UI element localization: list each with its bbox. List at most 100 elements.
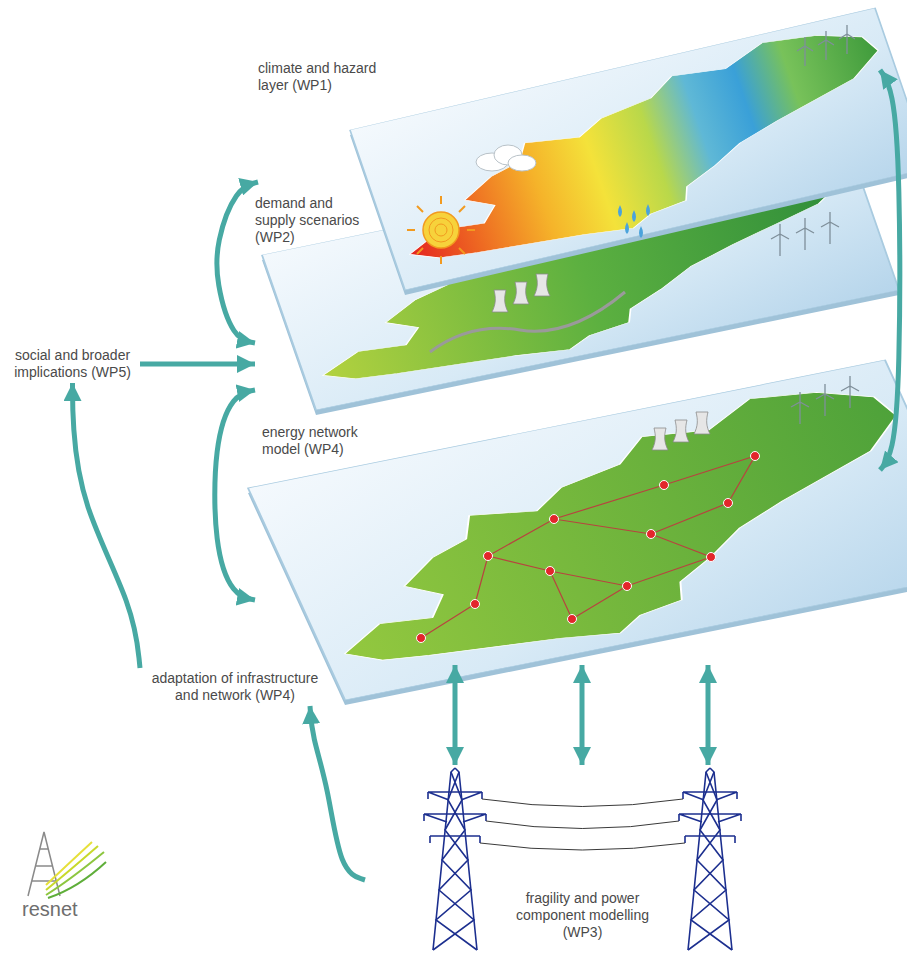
node-label: social and broader implications (WP5) bbox=[5, 347, 140, 381]
cooling-tower bbox=[492, 290, 508, 312]
power-line bbox=[482, 799, 683, 807]
network-plane bbox=[248, 360, 907, 705]
flow-arrow bbox=[706, 665, 711, 765]
cooling-tower bbox=[673, 420, 689, 442]
wind-turbine bbox=[771, 224, 789, 256]
cooling-tower bbox=[492, 274, 550, 312]
transmission-pylon bbox=[424, 792, 486, 836]
substation-dots bbox=[550, 515, 559, 524]
substation-dots bbox=[417, 452, 760, 643]
cooling-tower bbox=[694, 412, 710, 434]
cooling-tower bbox=[513, 282, 529, 304]
logo-mark bbox=[46, 846, 98, 890]
substation-dots bbox=[660, 481, 669, 490]
logo-mark bbox=[28, 832, 60, 896]
wind-turbine bbox=[841, 376, 859, 408]
transmission-pylon bbox=[679, 792, 741, 843]
rain-symbol bbox=[618, 205, 622, 217]
substation-dots bbox=[546, 567, 555, 576]
power-line bbox=[486, 821, 679, 829]
rain-symbol bbox=[646, 204, 650, 216]
sun-symbol bbox=[429, 218, 453, 242]
substation-dots bbox=[724, 499, 733, 508]
node-label: fragility and power component modelling … bbox=[508, 890, 658, 941]
sun-symbol bbox=[423, 212, 459, 248]
node-label: energy network model (WP4) bbox=[262, 424, 372, 458]
climate-plane bbox=[369, 18, 907, 278]
layer-node: climate and hazard layer (WP1) bbox=[258, 58, 880, 190]
flow-arrow bbox=[310, 706, 365, 880]
sun-symbol bbox=[459, 248, 465, 254]
logo-mark bbox=[28, 832, 106, 898]
rain-symbol bbox=[625, 222, 629, 234]
substation-dots bbox=[647, 530, 656, 539]
grid-network bbox=[421, 456, 755, 638]
climate-plane bbox=[350, 8, 907, 295]
workpackage-node: social and broader implications (WP5) bbox=[5, 345, 140, 383]
grid-network bbox=[421, 456, 755, 638]
flow-arrow bbox=[73, 383, 141, 668]
flow-arrow bbox=[217, 182, 258, 343]
power-line bbox=[480, 799, 685, 850]
wind-turbine bbox=[797, 37, 813, 66]
wind-turbine bbox=[791, 376, 859, 424]
wind-turbine bbox=[818, 31, 834, 60]
node-label: climate and hazard layer (WP1) bbox=[258, 60, 386, 94]
sun-symbol bbox=[467, 229, 475, 231]
substation-dots bbox=[707, 553, 716, 562]
flow-arrow bbox=[453, 665, 458, 765]
power-line bbox=[480, 843, 685, 850]
wind-turbine bbox=[771, 212, 839, 256]
substation-dots bbox=[623, 582, 632, 591]
cooling-tower bbox=[534, 274, 550, 296]
sun-symbol bbox=[407, 196, 475, 264]
transmission-pylon bbox=[424, 768, 486, 950]
sun-symbol bbox=[459, 206, 465, 212]
climate-plane bbox=[350, 8, 907, 290]
transmission-pylon bbox=[433, 772, 477, 950]
transmission-pylon bbox=[679, 792, 741, 836]
flow-arrow bbox=[580, 665, 585, 765]
flow-arrow bbox=[880, 70, 900, 470]
substation-dots bbox=[417, 634, 426, 643]
node-label: adaptation of infrastructure and network… bbox=[145, 670, 325, 704]
transmission-pylon bbox=[688, 772, 732, 950]
transmission-pylon bbox=[679, 768, 741, 950]
flow-arrow bbox=[140, 362, 255, 367]
sun-symbol bbox=[407, 196, 475, 264]
transmission-pylon bbox=[433, 768, 477, 950]
substation-dots bbox=[568, 615, 577, 624]
cloud-symbol bbox=[476, 145, 536, 171]
connector-group bbox=[73, 70, 900, 880]
sun-symbol bbox=[440, 256, 442, 264]
substation-dots bbox=[751, 452, 760, 461]
transmission-pylon bbox=[688, 768, 732, 950]
network-plane bbox=[272, 373, 907, 685]
logo-text: resnet bbox=[22, 897, 78, 921]
substation-dots bbox=[471, 600, 480, 609]
wind-turbine bbox=[821, 212, 839, 244]
layer-node: energy network model (WP4) bbox=[255, 422, 880, 665]
node-label: demand and supply scenarios (WP2) bbox=[255, 195, 371, 246]
wind-turbine bbox=[816, 384, 834, 416]
cloud-symbol bbox=[508, 155, 536, 171]
cooling-tower bbox=[652, 412, 710, 450]
substation-dots bbox=[484, 552, 493, 561]
sun-symbol bbox=[407, 229, 415, 231]
network-plane bbox=[248, 360, 907, 700]
wind-turbine bbox=[797, 25, 855, 66]
flow-arrow bbox=[215, 390, 255, 600]
sun-symbol bbox=[435, 224, 447, 236]
layer-node: demand and supply scenarios (WP2) bbox=[255, 193, 377, 400]
wind-turbine bbox=[791, 392, 809, 424]
workpackage-node: adaptation of infrastructure and network… bbox=[120, 668, 350, 706]
cooling-tower bbox=[652, 428, 668, 450]
rain-symbol bbox=[618, 204, 650, 238]
network-plane bbox=[248, 360, 907, 700]
transmission-pylon bbox=[424, 792, 486, 843]
climate-plane bbox=[350, 8, 907, 290]
